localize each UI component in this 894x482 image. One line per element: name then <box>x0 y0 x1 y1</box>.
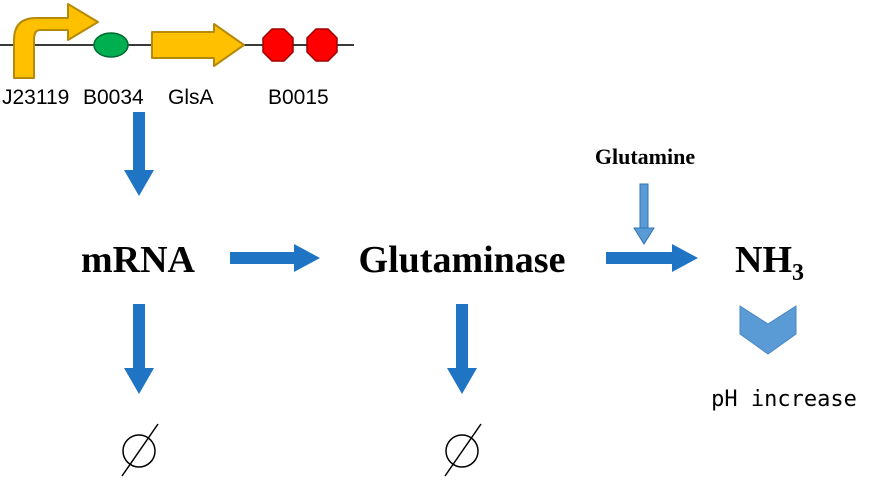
chevron-down-icon <box>739 305 797 355</box>
part-label-terminator: B0015 <box>268 86 329 109</box>
empty-set-icon <box>444 423 482 477</box>
arrow-enzyme-degradation <box>447 304 477 394</box>
arrow-mrna-degradation <box>124 304 154 394</box>
nh3-subscript: 3 <box>792 260 804 286</box>
node-ph-increase: pH increase <box>711 387 857 412</box>
nh3-base: NH <box>735 239 792 281</box>
node-glutaminase: Glutaminase <box>359 239 566 281</box>
rbs-icon <box>93 32 129 58</box>
empty-set-icon <box>121 423 159 477</box>
part-label-promoter: J23119 <box>2 86 69 109</box>
promoter-icon <box>13 3 99 79</box>
node-mrna: mRNA <box>81 239 196 281</box>
arrow-transcription <box>124 112 154 196</box>
terminator-icon <box>262 28 338 62</box>
arrow-translation <box>230 244 320 272</box>
arrow-glutamine-input <box>633 183 655 245</box>
node-glutamine: Glutamine <box>595 144 695 169</box>
part-label-cds: GlsA <box>168 86 214 109</box>
node-nh3: NH3 <box>735 239 804 286</box>
part-label-rbs: B0034 <box>83 86 144 109</box>
cds-arrow-icon <box>151 23 245 67</box>
arrow-catalysis <box>606 244 698 272</box>
